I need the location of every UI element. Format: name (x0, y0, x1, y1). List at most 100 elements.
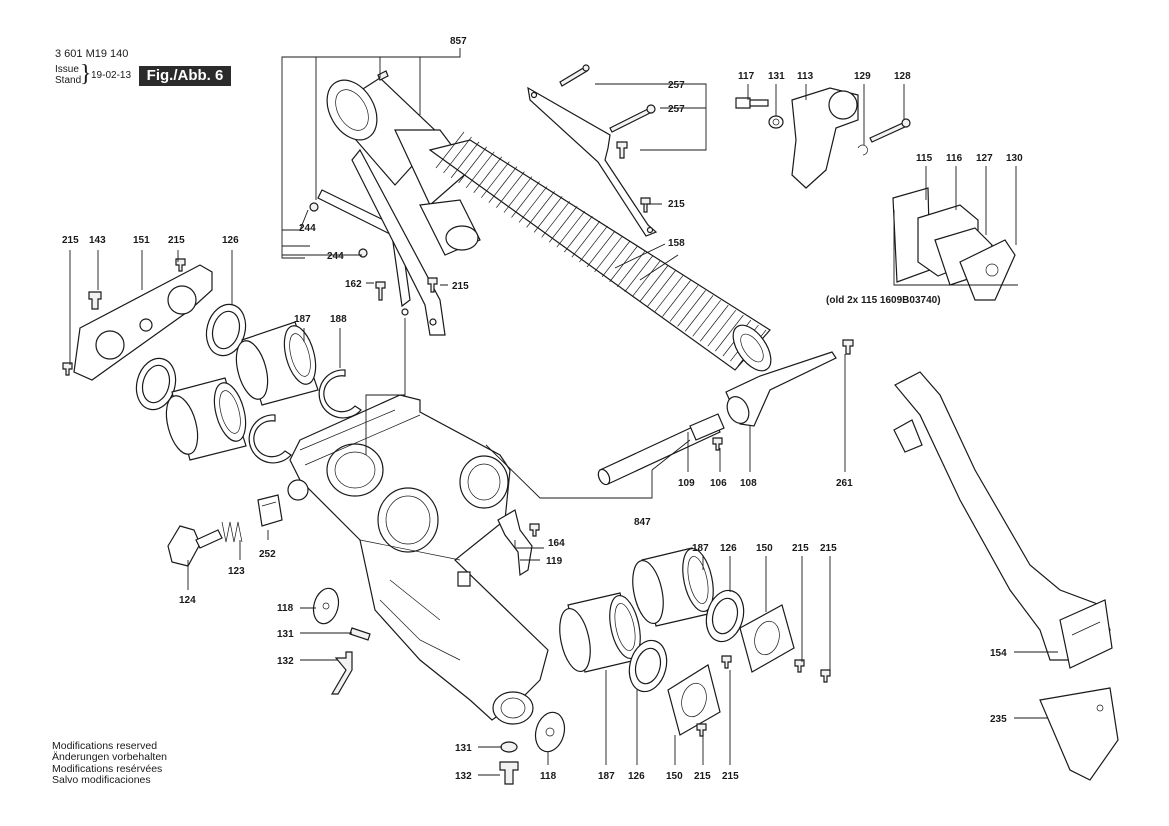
hose-rib (662, 280, 691, 317)
hose-rib (692, 300, 721, 337)
hose-rib (526, 191, 555, 228)
callout-132-bot: 132 (455, 771, 472, 782)
callout-126-bot: 126 (628, 771, 645, 782)
hose-rib (571, 220, 601, 258)
callout-113: 113 (797, 71, 814, 82)
callout-115: 115 (916, 153, 933, 164)
callout-215-top: 215 (668, 199, 685, 210)
callout-158: 158 (668, 238, 685, 249)
callout-215-mid: 215 (452, 281, 469, 292)
callout-126-mid: 126 (720, 543, 737, 554)
hose-rib (707, 309, 737, 347)
hose-rib (586, 230, 616, 268)
notice-de: Änderungen vorbehalten (52, 751, 168, 764)
hose-rib (488, 166, 518, 203)
deflector-235 (1039, 687, 1119, 781)
callout-261: 261 (836, 478, 853, 489)
callout-106: 106 (710, 478, 727, 489)
callout-187-top: 187 (294, 314, 311, 325)
hose-rib (677, 290, 706, 327)
hose-rib (556, 210, 586, 248)
knob-spring-group (167, 494, 283, 567)
bracket-257-group (527, 64, 658, 237)
callout-129: 129 (854, 71, 871, 82)
callout-215-bot1: 215 (694, 771, 711, 782)
leader-lines (69, 48, 1058, 776)
callout-143: 143 (89, 235, 106, 246)
callout-119: 119 (546, 556, 563, 567)
hose-rib (632, 260, 661, 297)
callout-187-mid: 187 (692, 543, 709, 554)
hose-rib (715, 314, 744, 352)
clamp-113-group (735, 87, 911, 189)
bolts-washers-left (312, 587, 566, 785)
bracket-162 (351, 148, 446, 336)
stand-label: Stand (55, 75, 82, 86)
hose-rib (473, 156, 503, 193)
callout-108: 108 (740, 478, 757, 489)
callout-164: 164 (548, 538, 565, 549)
hose-rib (699, 305, 729, 342)
issue-brace: } (80, 61, 92, 87)
hose-rib (533, 196, 563, 233)
callout-244a: 244 (299, 223, 316, 234)
hose-rib (669, 285, 699, 322)
callout-235: 235 (990, 714, 1007, 725)
callout-215-r2: 215 (820, 543, 837, 554)
dust-hose-assembly (309, 70, 772, 372)
callout-labels: 857 257 257 215 244 244 158 162 215 215 … (62, 36, 1023, 782)
callout-187-bot: 187 (598, 771, 615, 782)
hose-rib (458, 146, 487, 184)
callout-118-bot: 118 (540, 771, 557, 782)
rings-sleeves-left (135, 303, 362, 464)
callout-188: 188 (330, 314, 347, 325)
callout-131-bot: 131 (455, 743, 472, 754)
hose-rib (450, 141, 480, 179)
hose-rib (443, 136, 472, 174)
hose-rib (548, 206, 578, 243)
callout-109: 109 (678, 478, 695, 489)
shaft-assembly (597, 339, 854, 486)
callout-257a: 257 (668, 80, 685, 91)
callout-128: 128 (894, 71, 911, 82)
callout-150-mid: 150 (756, 543, 773, 554)
callout-124: 124 (179, 595, 196, 606)
hose-rib (601, 240, 631, 278)
issue-stand-labels: Issue Stand (55, 64, 81, 86)
hose-rib (616, 250, 646, 288)
document-number: 3 601 M19 140 (55, 48, 129, 60)
hose-rib (435, 131, 465, 169)
clip-119 (497, 509, 540, 577)
callout-123: 123 (228, 566, 245, 577)
hose-rib (624, 255, 654, 292)
callout-215-left2: 215 (168, 235, 185, 246)
hose-rib (518, 186, 548, 223)
hose-rib (654, 275, 684, 312)
corrugated-hose (428, 139, 771, 371)
hose-rib (465, 151, 495, 189)
modifications-notice: Modifications reserved Änderungen vorbeh… (52, 740, 168, 786)
callout-257b: 257 (668, 104, 685, 115)
notice-es: Salvo modificaciones (52, 773, 151, 786)
callout-126-top: 126 (222, 235, 239, 246)
callout-117: 117 (738, 71, 755, 82)
hose-rib (647, 270, 676, 307)
callout-132-left: 132 (277, 656, 294, 667)
callout-127: 127 (976, 153, 993, 164)
hose-rib (639, 265, 669, 302)
gasket-stack (892, 187, 1016, 301)
callout-150-bot: 150 (666, 771, 683, 782)
callout-131-left: 131 (277, 629, 294, 640)
issue-date: 19-02-13 (91, 70, 132, 81)
callout-154: 154 (990, 648, 1007, 659)
notice-en: Modifications reserved (52, 740, 158, 752)
mounting-plate-151 (62, 258, 213, 381)
callout-215-left1: 215 (62, 235, 79, 246)
callout-151: 151 (133, 235, 150, 246)
main-housing (287, 394, 549, 725)
notice-fr: Modifications resérvées (52, 762, 163, 775)
callout-116: 116 (946, 153, 963, 164)
extraction-arm-154 (893, 371, 1113, 669)
callout-252: 252 (259, 549, 276, 560)
hose-rib (579, 225, 608, 263)
